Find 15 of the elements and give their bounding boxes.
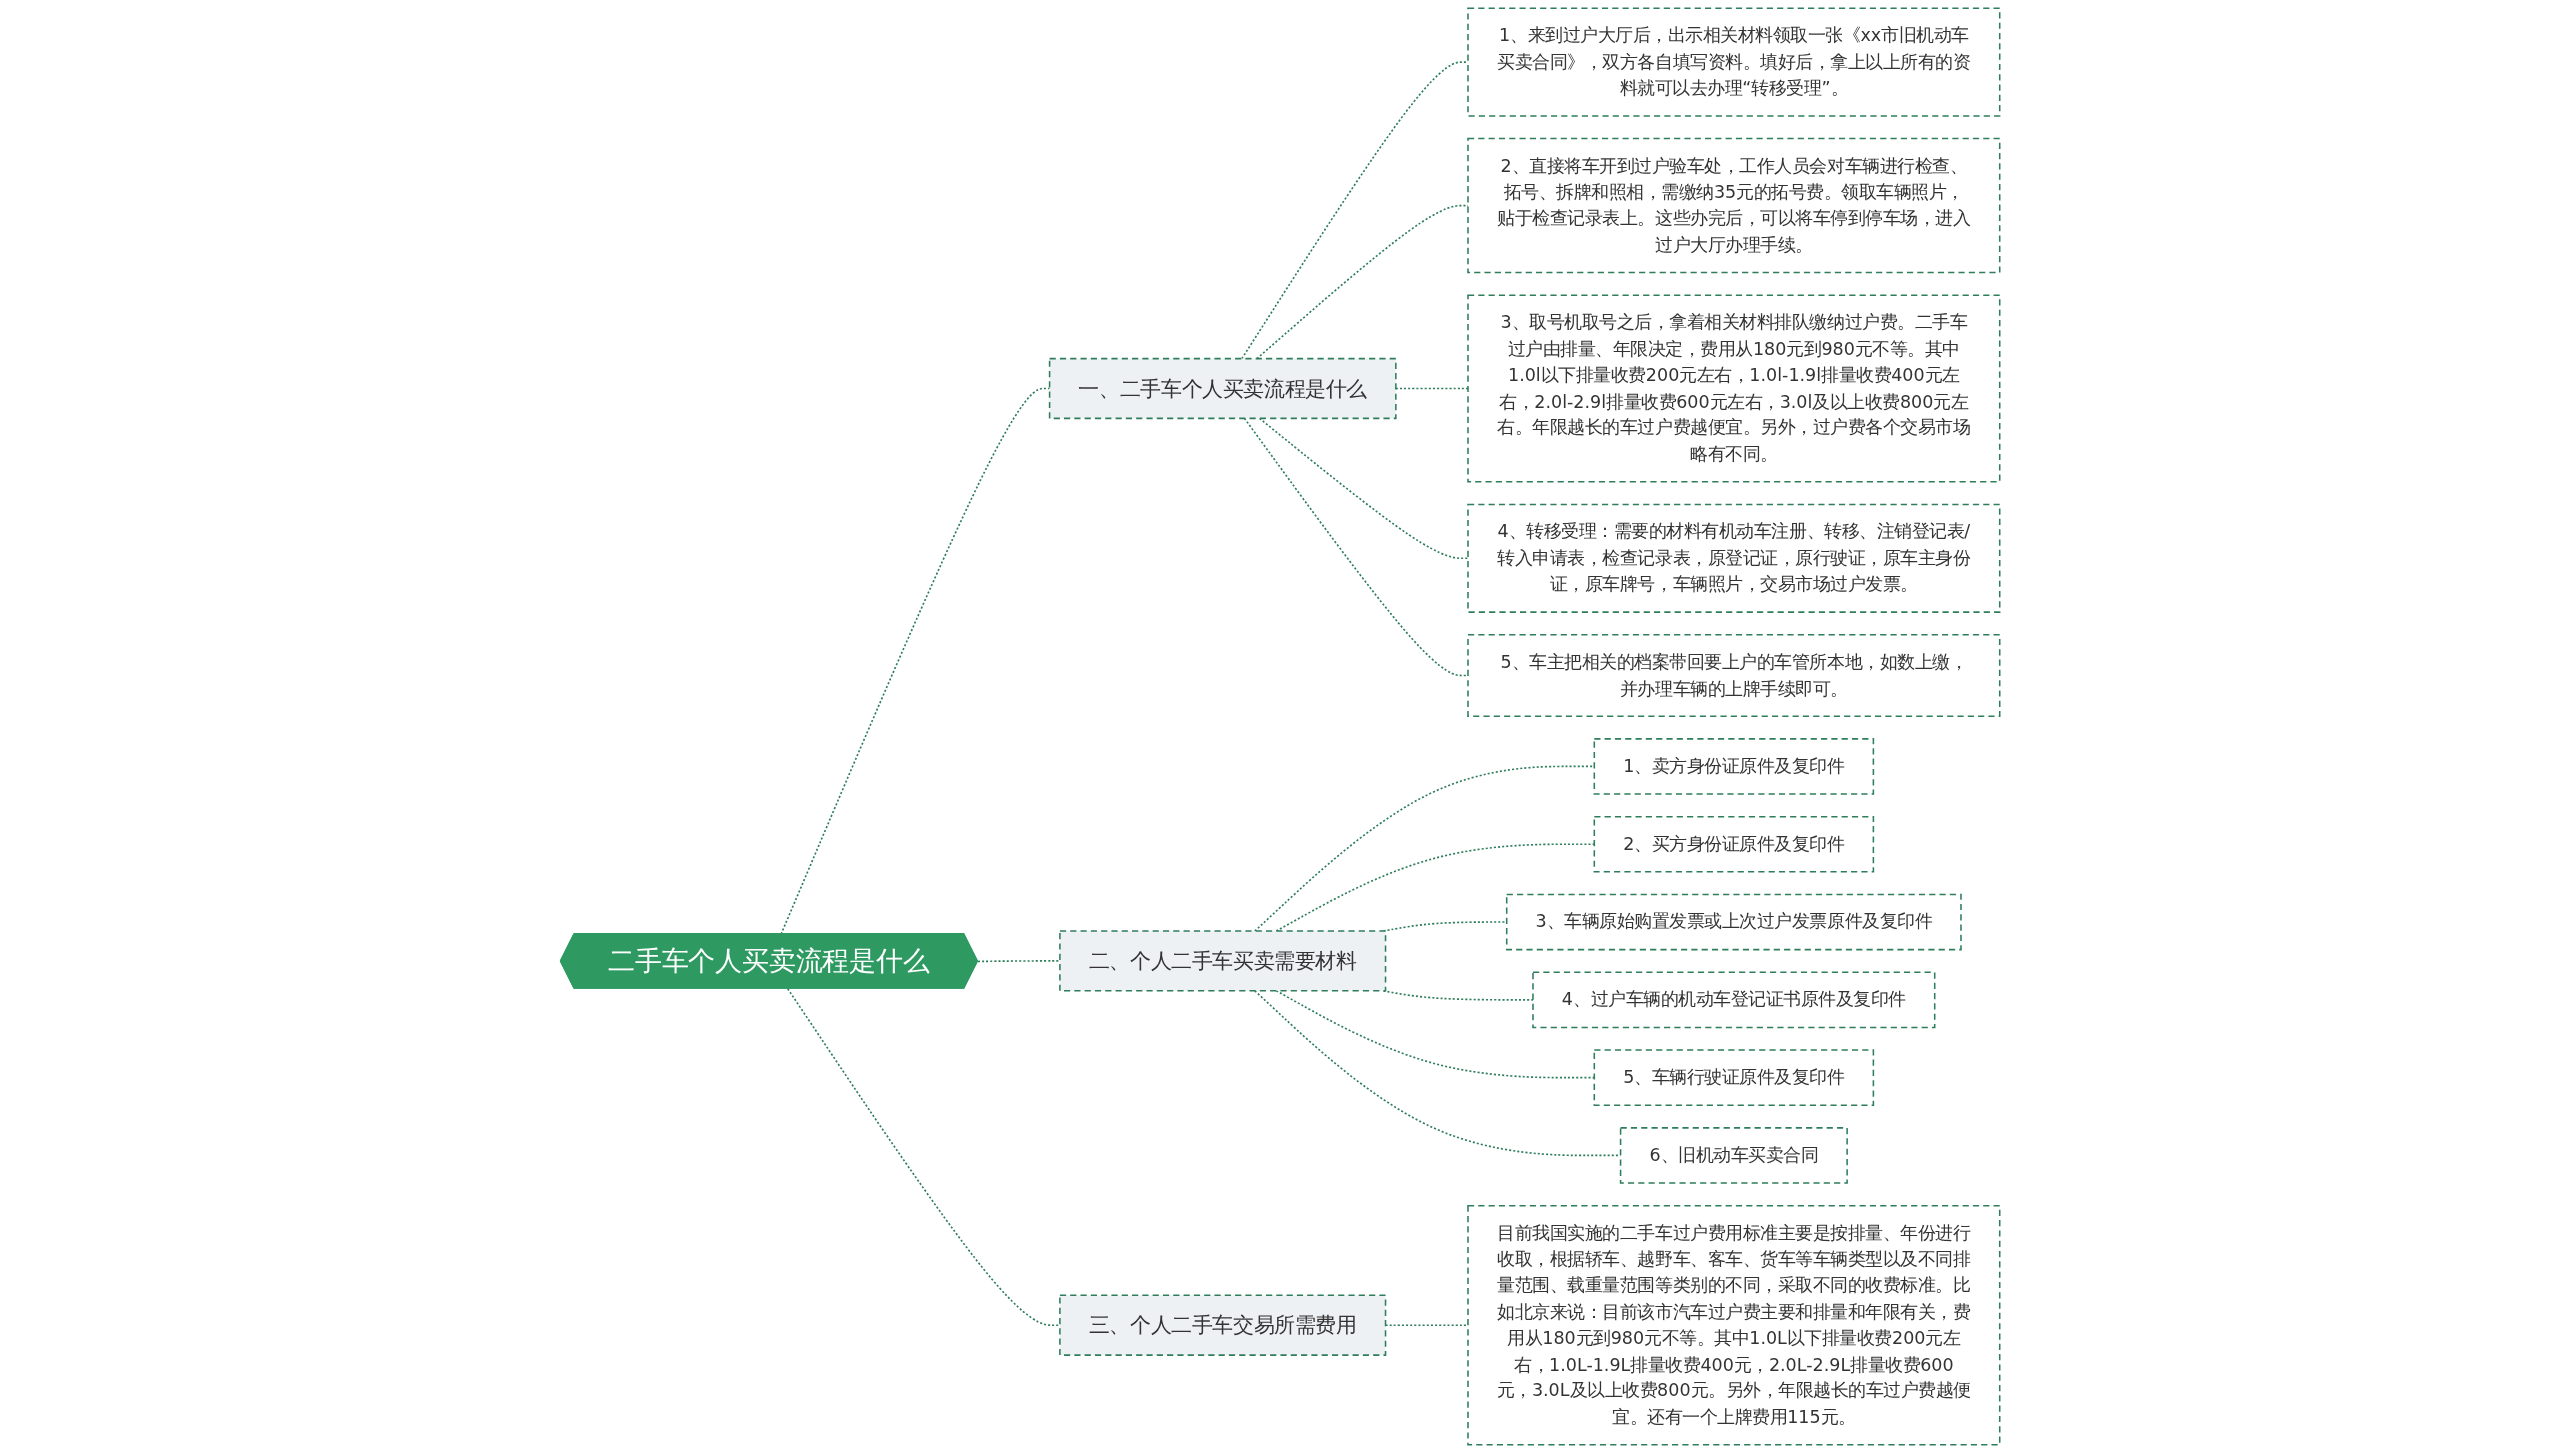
node-box: 三、个人二手车交易所需费用 [1059, 1294, 1387, 1356]
node-box: 4、过户车辆的机动车登记证书原件及复印件 [1532, 971, 1936, 1029]
node-box: 2、买方身份证原件及复印件 [1593, 815, 1875, 873]
node-box: 6、旧机动车买卖合同 [1619, 1127, 1848, 1184]
node-box: 5、车辆行驶证原件及复印件 [1593, 1049, 1875, 1106]
node-box: 5、车主把相关的档案带回要上户的车管所本地，如数上缴，并办理车辆的上牌手续即可。 [1467, 634, 2001, 717]
node-box: 3、取号机取号之后，拿着相关材料排队缴纳过户费。二手车过户由排量、年限决定，费用从180元到980元不等。其中1.0l以下排量收费200元左右，1.0l-1.9l排量收费400元左右，2.0l-2.9l排量收费600元左右，3.0l及以上收费800元左右。年限越长的车过户费越便宜。另外，过户费各个交易市场略有不同。 [1467, 294, 2001, 483]
node-box: 4、转移受理：需要的材料有机动车注册、转移、注销登记表/转入申请表，检查记录表，原登记证，原行驶证，原车主身份证，原车牌号，车辆照片，交易市场过户发票。 [1467, 503, 2001, 613]
node-box: 二、个人二手车买卖需要材料 [1059, 930, 1387, 992]
node-box: 3、车辆原始购置发票或上次过户发票原件及复印件 [1505, 893, 1962, 951]
node-box: 一、二手车个人买卖流程是什么 [1048, 357, 1397, 420]
node-box: 目前我国实施的二手车过户费用标准主要是按排量、年份进行收取，根据轿车、越野车、客车、货车等车辆类型以及不同排量范围、载重量范围等类别的不同，采取不同的收费标准。比如北京来说：目前该市汽车过户费主要和排量和年限有关，费用从180元到980元不等。其中1.0L以下排量收费200元左右，1.0L-1.9L排量收费400元，2.0L-2.9L排量收费600元，3.0L及以上收费800元。另外，年限越长的车过户费越便宜。还有一个上牌费用115元。 [1467, 1204, 2001, 1446]
node-box: 1、来到过户大厅后，出示相关材料领取一张《xx市旧机动车买卖合同》，双方各自填写资料。填好后，拿上以上所有的资料就可以去办理“转移受理”。 [1467, 7, 2001, 117]
node-box: 2、直接将车开到过户验车处，工作人员会对车辆进行检查、拓号、拆牌和照相，需缴纳35元的拓号费。领取车辆照片，贴于检查记录表上。这些办完后，可以将车停到停车场，进入过户大厅办理手续。 [1467, 137, 2001, 274]
node-box: 1、卖方身份证原件及复印件 [1593, 738, 1875, 795]
